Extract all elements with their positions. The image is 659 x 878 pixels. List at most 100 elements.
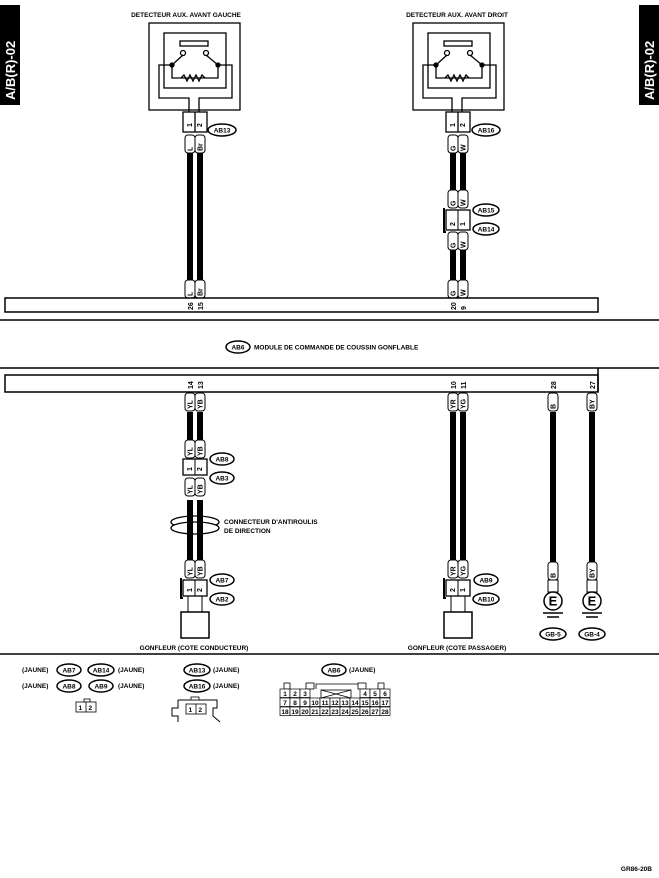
svg-text:B: B [551,573,558,578]
wire-tag: G [447,231,459,251]
svg-text:2: 2 [450,222,457,226]
svg-text:26: 26 [361,709,369,716]
svg-text:G: G [451,290,458,296]
svg-text:12: 12 [331,700,339,707]
svg-text:G: G [451,145,458,151]
svg-text:1: 1 [79,705,83,712]
pin-cell: 20 [299,706,311,716]
svg-text:YG: YG [461,398,468,409]
svg-text:2: 2 [460,123,467,127]
svg-text:AB16: AB16 [478,128,495,135]
legend-group-2: AB13 (JAUNE) AB16 (JAUNE) 1 2 [171,663,239,723]
svg-text:YG: YG [461,565,468,576]
svg-text:17: 17 [381,700,389,707]
svg-text:Br: Br [198,288,205,296]
module-label: AB6 MODULE DE COMMANDE DE COUSSIN GONFLA… [225,340,419,354]
svg-text:28: 28 [381,709,389,716]
pin-cell: 16 [369,697,381,707]
svg-text:AB10: AB10 [478,597,495,604]
svg-text:YR: YR [451,566,458,576]
svg-text:AB8: AB8 [62,684,75,691]
pin-cell: 21 [309,706,321,716]
wires [187,150,595,562]
wire-tag: W [457,134,469,154]
pin-cell: 7 [279,697,291,707]
svg-text:W: W [461,289,468,296]
svg-text:26: 26 [188,302,195,310]
svg-text:18: 18 [281,709,289,716]
svg-text:E: E [588,594,597,609]
svg-text:AB7: AB7 [215,578,228,585]
svg-text:DETECTEUR AUX. AVANT DROIT: DETECTEUR AUX. AVANT DROIT [406,12,508,19]
svg-text:11: 11 [461,381,468,389]
svg-text:AB9: AB9 [94,684,107,691]
svg-text:22: 22 [321,709,329,716]
svg-text:1: 1 [189,707,193,714]
pin-cell: 27 [369,706,381,716]
pin-cell: 17 [379,697,391,707]
svg-text:Br: Br [198,143,205,151]
svg-text:B: B [551,404,558,409]
pin-cell: 18 [279,706,291,716]
svg-text:GONFLEUR (COTE PASSAGER): GONFLEUR (COTE PASSAGER) [408,645,506,652]
pin-cell: 5 [369,688,381,698]
ground-gb5: E GB-5 [539,579,567,641]
sensor-left: DETECTEUR AUX. AVANT GAUCHE [131,12,242,133]
wire-tag: L [184,279,196,299]
wire-tag: YR [447,559,459,579]
svg-text:W: W [461,144,468,151]
pin-cell: 24 [339,706,351,716]
wire-tag: G [447,134,459,154]
legend-group-1: (JAUNE) AB7 AB14 (JAUNE) (JAUNE) AB8 AB9… [22,663,144,713]
side-label-left: A/B(R)-02 [0,5,20,105]
svg-text:11: 11 [322,700,329,707]
wire-tag: W [457,189,469,209]
svg-text:AB2: AB2 [215,597,228,604]
svg-text:YB: YB [198,566,205,576]
svg-text:15: 15 [361,700,369,707]
svg-text:AB6: AB6 [327,668,340,675]
svg-text:GONFLEUR (COTE CONDUCTEUR): GONFLEUR (COTE CONDUCTEUR) [140,645,249,652]
pin-cell: 25 [349,706,361,716]
svg-text:AB16: AB16 [189,684,206,691]
svg-text:G: G [451,200,458,206]
svg-text:16: 16 [371,700,379,707]
svg-text:1: 1 [460,222,467,226]
svg-text:1: 1 [187,123,194,127]
wire-tag: YL [184,559,196,579]
svg-text:AB3: AB3 [215,476,228,483]
svg-text:6: 6 [383,691,387,698]
svg-text:GB-5: GB-5 [545,632,561,639]
svg-text:14: 14 [351,700,359,707]
svg-text:13: 13 [341,700,349,707]
airbag-module [0,297,659,393]
svg-text:AB13: AB13 [214,128,231,135]
svg-text:W: W [461,199,468,206]
svg-text:AB6: AB6 [231,345,244,352]
svg-text:YB: YB [198,484,205,494]
svg-text:(JAUNE): (JAUNE) [22,667,48,674]
svg-text:8: 8 [293,700,297,707]
svg-text:23: 23 [331,709,339,716]
svg-text:(JAUNE): (JAUNE) [213,667,239,674]
wire-tag: W [457,279,469,299]
pin-cell: 23 [329,706,341,716]
svg-text:28: 28 [551,381,558,389]
svg-text:BY: BY [590,568,597,578]
wire-tag: YL [184,439,196,459]
svg-text:AB9: AB9 [479,578,492,585]
pin-cell: 10 [309,697,321,707]
connector-ab13: AB13 [207,123,237,137]
svg-text:27: 27 [590,381,597,389]
connector-ab7-ab2: 1 2 AB7 AB2 GONFLEUR (COTE CONDUCTEUR) [140,573,249,652]
svg-text:MODULE DE COMMANDE DE COUSSIN: MODULE DE COMMANDE DE COUSSIN GONFLABLE [254,345,419,352]
svg-text:YB: YB [198,399,205,409]
pin-cell: 19 [289,706,301,716]
svg-text:G: G [451,242,458,248]
pin-cell: 1 [279,688,291,698]
wire-tag: Br [194,279,206,299]
svg-text:10: 10 [451,381,458,389]
wire-tag: G [447,189,459,209]
